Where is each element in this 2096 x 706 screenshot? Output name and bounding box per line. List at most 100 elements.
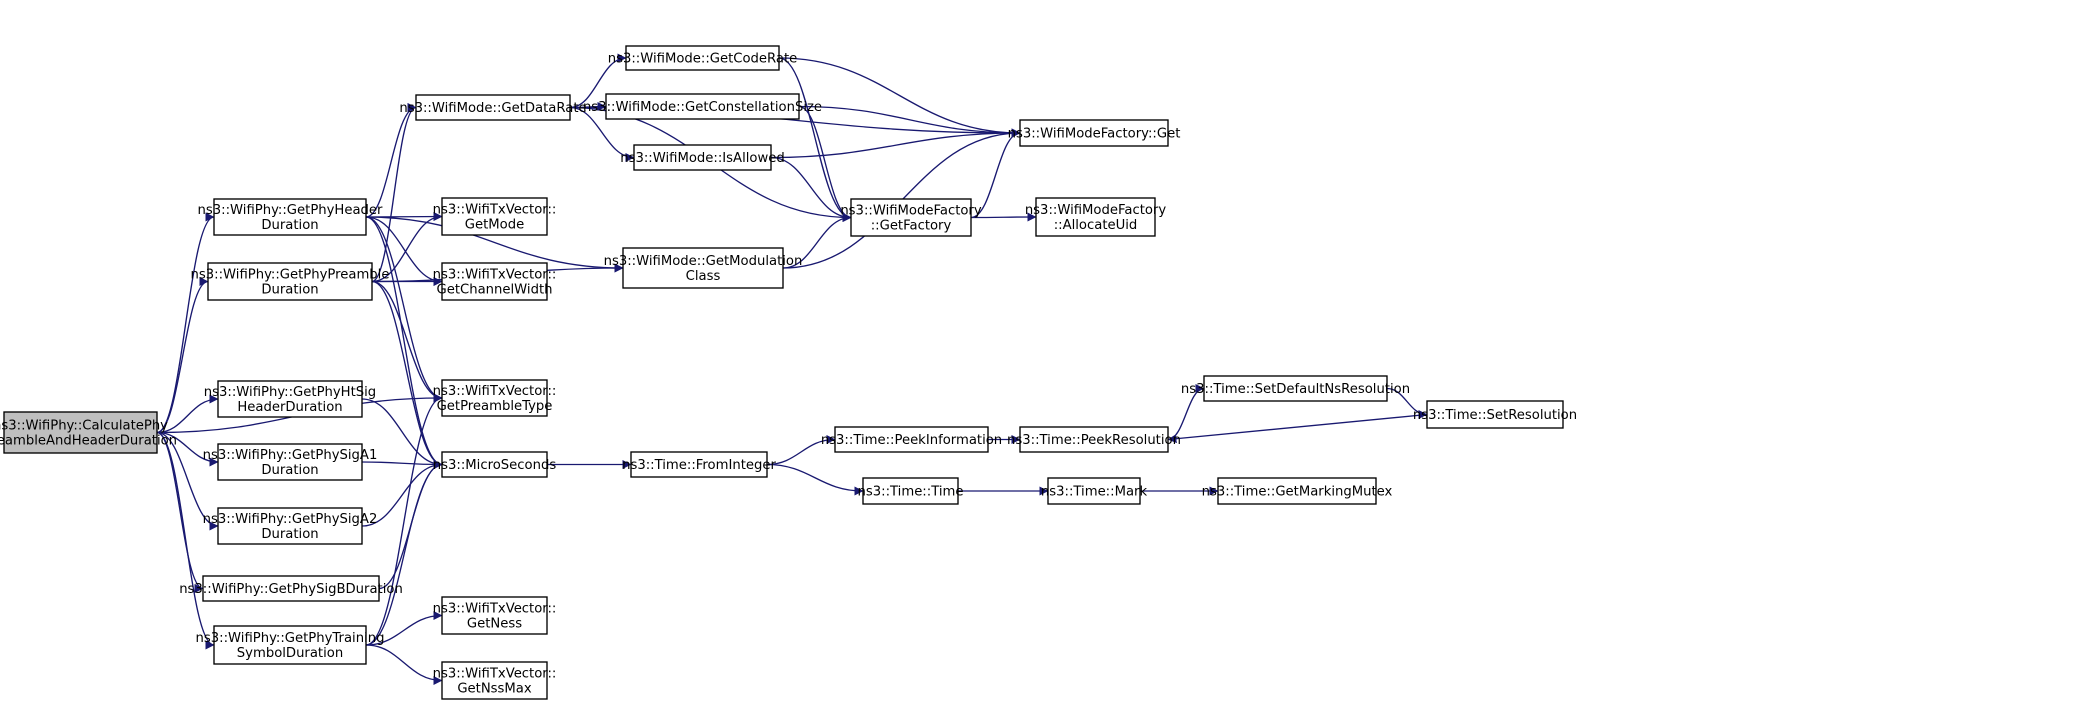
node-training-label-line-0: ns3::WifiPhy::GetPhyTraining xyxy=(196,631,385,646)
node-getmode[interactable]: ns3::WifiTxVector::GetMode xyxy=(433,197,557,236)
node-timetime-label-line-0: ns3::Time::Time xyxy=(858,485,964,500)
edge-header-to-modclass xyxy=(365,216,624,273)
edge-root-to-header xyxy=(156,212,215,434)
edge-training-to-micro xyxy=(365,460,443,646)
node-sigb[interactable]: ns3::WifiPhy::GetPhySigBDuration xyxy=(179,575,403,602)
edge-fromint-to-peekinfo xyxy=(766,435,836,466)
node-preamble-label-line-1: Duration xyxy=(261,283,318,298)
node-chwidth[interactable]: ns3::WifiTxVector::GetChannelWidth xyxy=(433,262,557,301)
node-datarate-label-line-0: ns3::WifiMode::GetDataRate xyxy=(399,101,586,116)
node-siga2-box xyxy=(217,507,363,545)
node-chwidth-label-line-0: ns3::WifiTxVector:: xyxy=(433,268,557,283)
node-setres-label-line-0: ns3::Time::SetResolution xyxy=(1413,408,1577,423)
edge-setres-to-peekres xyxy=(1167,413,1428,444)
node-root-box xyxy=(3,411,158,454)
node-header-label-line-0: ns3::WifiPhy::GetPhyHeader xyxy=(198,203,383,218)
node-training-box xyxy=(213,625,367,665)
node-datarate[interactable]: ns3::WifiMode::GetDataRate xyxy=(399,94,587,121)
node-setdefault[interactable]: ns3::Time::SetDefaultNsResolution xyxy=(1181,375,1410,402)
node-root-label-line-1: PreambleAndHeaderDuration xyxy=(0,434,177,449)
node-sigb-label-line-0: ns3::WifiPhy::GetPhySigBDuration xyxy=(179,582,403,597)
node-preamble-label-line-0: ns3::WifiPhy::GetPhyPreamble xyxy=(191,268,390,283)
node-ness-label-line-0: ns3::WifiTxVector:: xyxy=(433,602,557,617)
node-micro-label-line-0: ns3::MicroSeconds xyxy=(433,458,557,473)
node-micro[interactable]: ns3::MicroSeconds xyxy=(433,451,557,478)
node-ness-label-line-1: GetNess xyxy=(467,617,522,632)
node-nssmax[interactable]: ns3::WifiTxVector::GetNssMax xyxy=(433,661,557,700)
node-isallowed-label-line-0: ns3::WifiMode::IsAllowed xyxy=(620,151,785,166)
node-datarate-box xyxy=(415,94,571,121)
node-constsize[interactable]: ns3::WifiMode::GetConstellationSize xyxy=(583,93,822,120)
edge-header-to-chwidth xyxy=(365,216,443,286)
edge-getfactory-to-factget xyxy=(970,128,1021,219)
edge-header-to-pretype xyxy=(365,216,443,403)
node-peekinfo-label-line-0: ns3::Time::PeekInformation xyxy=(821,433,1002,448)
node-getfactory-label-line-0: ns3::WifiModeFactory xyxy=(840,204,982,219)
node-mark-label-line-0: ns3::Time::Mark xyxy=(1041,485,1148,500)
node-nssmax-label-line-1: GetNssMax xyxy=(457,682,532,697)
node-allocuid-box xyxy=(1035,197,1156,237)
node-pretype-label-line-1: GetPreambleType xyxy=(437,399,553,414)
node-header-label-line-1: Duration xyxy=(261,218,318,233)
node-constsize-box xyxy=(605,93,800,120)
node-mutex-box xyxy=(1217,477,1377,505)
node-htsig-label-line-0: ns3::WifiPhy::GetPhyHtSig xyxy=(204,385,376,400)
node-root-label-line-0: ns3::WifiPhy::CalculatePhy xyxy=(0,419,168,434)
node-fromint[interactable]: ns3::Time::FromInteger xyxy=(622,451,776,478)
edge-layer xyxy=(156,53,1428,685)
node-getmode-box xyxy=(441,197,548,236)
node-ness[interactable]: ns3::WifiTxVector::GetNess xyxy=(433,596,557,635)
node-constsize-label-line-0: ns3::WifiMode::GetConstellationSize xyxy=(583,100,822,115)
node-pretype[interactable]: ns3::WifiTxVector::GetPreambleType xyxy=(433,379,557,417)
node-pretype-box xyxy=(441,379,548,417)
node-peekres[interactable]: ns3::Time::PeekResolution xyxy=(1007,426,1181,453)
node-getmode-label-line-1: GetMode xyxy=(465,218,524,233)
node-getfactory[interactable]: ns3::WifiModeFactory::GetFactory xyxy=(840,198,982,237)
node-isallowed[interactable]: ns3::WifiMode::IsAllowed xyxy=(620,144,785,171)
node-factget-label-line-0: ns3::WifiModeFactory::Get xyxy=(1008,127,1181,142)
node-allocuid[interactable]: ns3::WifiModeFactory::AllocateUid xyxy=(1025,197,1167,237)
edge-siga1-to-micro xyxy=(361,459,443,469)
edge-root-to-siga2 xyxy=(156,431,219,531)
node-timetime-box xyxy=(862,477,959,505)
edge-isallowed-to-getfactory xyxy=(770,156,852,222)
node-coderate[interactable]: ns3::WifiMode::GetCodeRate xyxy=(608,45,798,71)
node-timetime[interactable]: ns3::Time::Time xyxy=(858,477,964,505)
node-setres-box xyxy=(1426,400,1564,429)
node-preamble-box xyxy=(207,262,373,301)
edge-siga2-to-micro xyxy=(361,460,443,527)
node-mutex[interactable]: ns3::Time::GetMarkingMutex xyxy=(1202,477,1393,505)
edge-htsig-to-micro xyxy=(361,398,443,469)
edge-isallowed-to-factget xyxy=(770,128,1021,159)
node-setres[interactable]: ns3::Time::SetResolution xyxy=(1413,400,1577,429)
node-modclass-label-line-0: ns3::WifiMode::GetModulation xyxy=(604,254,803,269)
node-factget[interactable]: ns3::WifiModeFactory::Get xyxy=(1008,119,1181,147)
node-coderate-box xyxy=(625,45,780,71)
node-header-box xyxy=(213,198,367,236)
edge-fromint-to-timetime xyxy=(766,463,864,496)
node-mark[interactable]: ns3::Time::Mark xyxy=(1041,477,1148,505)
node-factget-box xyxy=(1019,119,1169,147)
edge-coderate-to-getfactory xyxy=(778,57,852,222)
node-peekinfo[interactable]: ns3::Time::PeekInformation xyxy=(821,426,1002,453)
edge-header-to-datarate xyxy=(365,103,417,218)
edge-preamble-to-datarate xyxy=(371,103,417,283)
node-htsig-label-line-1: HeaderDuration xyxy=(237,400,342,415)
node-htsig-box xyxy=(217,380,363,418)
edge-constsize-to-factget xyxy=(798,105,1021,138)
node-peekres-label-line-0: ns3::Time::PeekResolution xyxy=(1007,433,1181,448)
edge-training-to-pretype xyxy=(365,393,443,646)
edge-datarate-to-coderate xyxy=(569,53,627,109)
node-modclass-box xyxy=(622,247,784,289)
node-training[interactable]: ns3::WifiPhy::GetPhyTrainingSymbolDurati… xyxy=(196,625,385,665)
node-mark-box xyxy=(1047,477,1141,505)
node-root[interactable]: ns3::WifiPhy::CalculatePhyPreambleAndHea… xyxy=(0,411,177,454)
edge-coderate-to-factget xyxy=(778,57,1021,138)
